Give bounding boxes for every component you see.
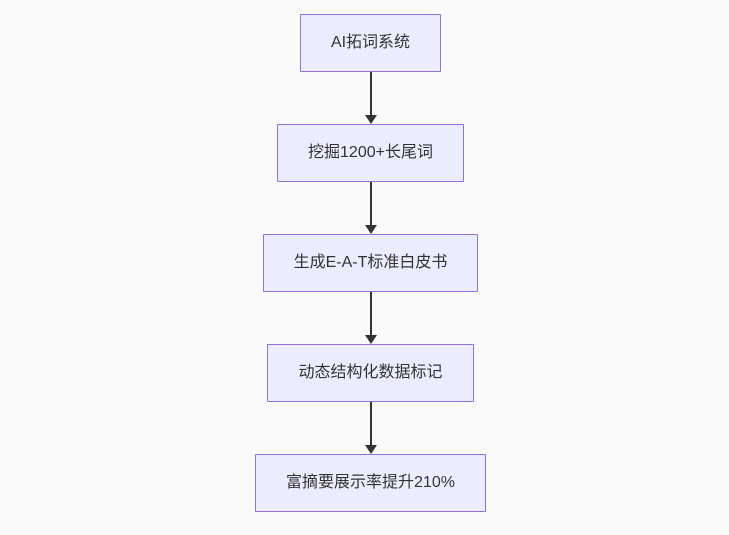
edge-connector-2 xyxy=(364,182,377,234)
edge-line xyxy=(369,72,372,115)
arrowhead-down-icon xyxy=(364,225,377,234)
node-label: AI拓词系统 xyxy=(330,34,411,51)
flowchart-column: AI拓词系统 挖掘1200+长尾词 生成E-A-T标准白皮书 动态结构化数据标记 xyxy=(6,0,729,512)
edge-line xyxy=(369,402,372,445)
node-eat-whitepaper: 生成E-A-T标准白皮书 xyxy=(262,234,479,292)
arrowhead-down-icon xyxy=(364,335,377,344)
node-label: 挖掘1200+长尾词 xyxy=(308,144,433,161)
arrowhead-down-icon xyxy=(364,115,377,124)
node-longtail-keyword-mining: 挖掘1200+长尾词 xyxy=(277,124,464,182)
edge-connector-4 xyxy=(364,402,377,454)
edge-line xyxy=(369,182,372,225)
node-label: 富摘要展示率提升210% xyxy=(286,474,455,491)
node-ai-expansion-system: AI拓词系统 xyxy=(299,14,442,72)
arrowhead-down-icon xyxy=(364,445,377,454)
edge-connector-3 xyxy=(364,292,377,344)
edge-connector-1 xyxy=(364,72,377,124)
node-label: 动态结构化数据标记 xyxy=(298,364,443,381)
node-rich-snippet-result: 富摘要展示率提升210% xyxy=(255,454,486,512)
edge-line xyxy=(369,292,372,335)
node-structured-data-markup: 动态结构化数据标记 xyxy=(267,344,474,402)
node-label: 生成E-A-T标准白皮书 xyxy=(293,254,448,271)
